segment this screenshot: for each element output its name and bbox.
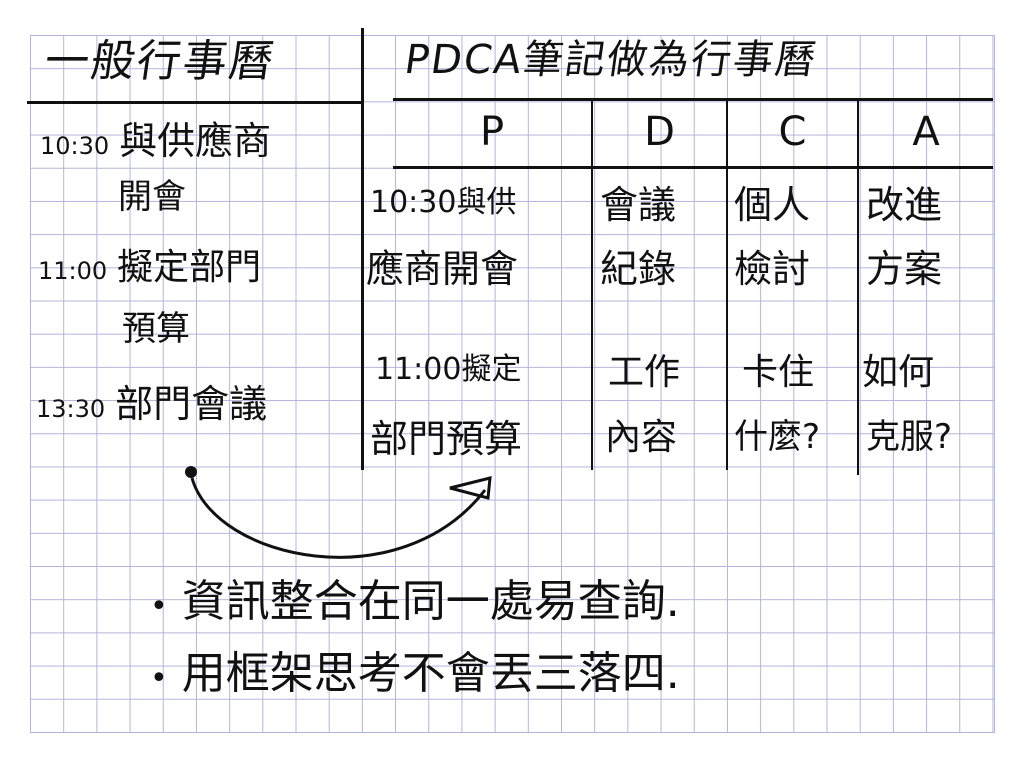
- pdca-divider-dc: [726, 100, 728, 470]
- grid-paper: [30, 35, 995, 733]
- pdca-header-p: P: [479, 109, 505, 155]
- pdca-r1-c-line1: 個人: [734, 183, 811, 227]
- entry-time: 10:30: [40, 132, 110, 160]
- right-title-underline: [393, 98, 993, 101]
- entry-time: 11:00: [38, 257, 108, 285]
- entry-text: 擬定部門: [117, 247, 262, 288]
- left-entry-2-cont: 預算: [122, 309, 190, 349]
- pdca-r2-d-line2: 內容: [605, 417, 678, 458]
- pdca-r2-p-line1: 11:00擬定: [375, 352, 522, 387]
- bullet-dot-icon: •: [150, 661, 168, 696]
- left-entry-3: 13:30 部門會議: [36, 385, 267, 423]
- pdca-r2-d-line1: 工作: [608, 352, 681, 393]
- pdca-header-a: A: [912, 109, 940, 155]
- pdca-r1-p-line1: 10:30與供: [370, 185, 517, 220]
- panel-divider: [361, 28, 364, 470]
- bullet-item-1: •資訊整合在同一處易查詢.: [150, 580, 680, 624]
- pdca-header-d: D: [644, 109, 675, 155]
- pdca-r2-a-line2: 克服?: [866, 417, 953, 457]
- pdca-header-c: C: [778, 109, 807, 155]
- pdca-r1-a-line2: 方案: [866, 247, 943, 291]
- pdca-r2-a-line1: 如何: [862, 352, 935, 393]
- entry-text: 部門會議: [115, 382, 268, 426]
- bullet-item-2: •用框架思考不會丟三落四.: [150, 652, 680, 696]
- bullet-text: 資訊整合在同一處易查詢.: [181, 576, 680, 627]
- pdca-r1-p-line2: 應商開會: [366, 247, 519, 291]
- bullet-text: 用框架思考不會丟三落四.: [181, 648, 680, 699]
- pdca-r1-d-line1: 會議: [600, 183, 677, 227]
- bullet-dot-icon: •: [150, 589, 168, 624]
- left-entry-1-cont: 開會: [118, 177, 186, 217]
- pdca-r1-d-line2: 紀錄: [600, 247, 677, 291]
- left-entry-2: 11:00 擬定部門: [38, 250, 261, 286]
- pdca-divider-ca: [857, 100, 859, 475]
- left-entry-1: 10:30 與供應商: [40, 122, 271, 160]
- pdca-r2-c-line1: 卡住: [742, 352, 815, 393]
- pdca-divider-pd: [591, 100, 593, 470]
- pdca-r1-a-line1: 改進: [866, 183, 943, 227]
- pdca-r2-c-line2: 什麼?: [734, 417, 821, 457]
- entry-text: 與供應商: [119, 119, 272, 163]
- entry-time: 13:30: [36, 395, 106, 423]
- left-title-underline: [27, 101, 363, 104]
- pdca-r1-c-line2: 檢討: [734, 247, 811, 291]
- pdca-r2-p-line2: 部門預算: [370, 417, 523, 461]
- pdca-header-underline: [393, 166, 993, 169]
